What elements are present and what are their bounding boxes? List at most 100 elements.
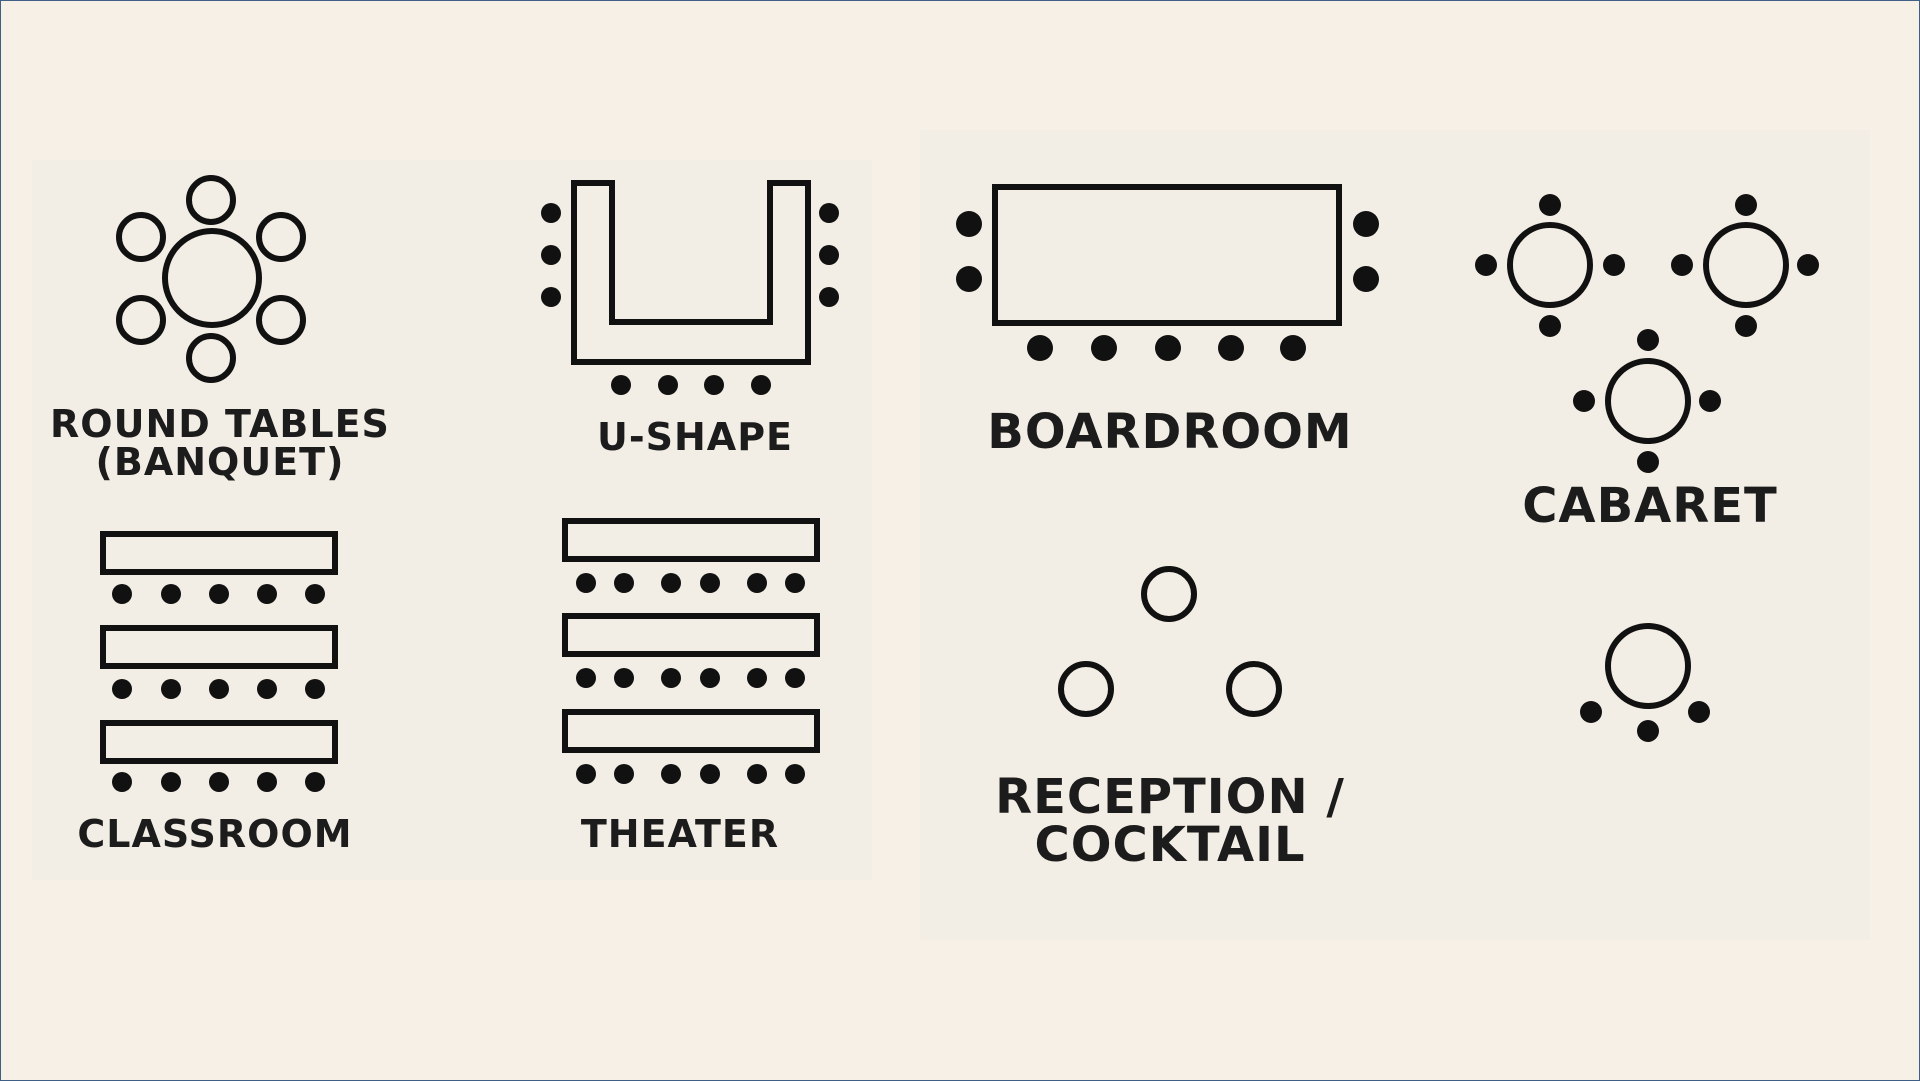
- u-shape-table: [571, 180, 811, 365]
- cocktail-table: [1226, 661, 1282, 717]
- chair: [611, 375, 631, 395]
- label-cabaret: CABARET: [1522, 478, 1778, 534]
- chair: [1155, 335, 1181, 361]
- theater-icon: [562, 518, 820, 784]
- chair: [541, 245, 561, 265]
- chair: [661, 764, 681, 784]
- chair: [161, 584, 181, 604]
- chair: [751, 375, 771, 395]
- theater-stage-row: [562, 613, 820, 657]
- chair: [541, 203, 561, 223]
- boardroom-table: [992, 184, 1342, 326]
- chair: [1735, 315, 1757, 337]
- cabaret-table: [1605, 623, 1691, 709]
- chair: [956, 211, 982, 237]
- chair: [661, 573, 681, 593]
- chair: [256, 295, 306, 345]
- chair: [700, 573, 720, 593]
- cabaret-table: [1507, 222, 1593, 308]
- chair: [1580, 701, 1602, 723]
- classroom-table: [100, 720, 338, 764]
- chair: [1573, 390, 1595, 412]
- cabaret-table: [1703, 222, 1789, 308]
- chair: [614, 764, 634, 784]
- background-panel-right: [920, 130, 1870, 940]
- chair: [576, 668, 596, 688]
- chair: [305, 679, 325, 699]
- chair: [1637, 451, 1659, 473]
- theater-stage-row: [562, 709, 820, 753]
- chair: [1539, 315, 1561, 337]
- round-tables-icon: [116, 175, 306, 383]
- chair: [209, 584, 229, 604]
- label-theater: THEATER: [580, 812, 780, 856]
- chair: [785, 668, 805, 688]
- chair: [819, 245, 839, 265]
- chair: [1091, 335, 1117, 361]
- chair: [785, 764, 805, 784]
- chair: [257, 772, 277, 792]
- chair: [658, 375, 678, 395]
- label-boardroom: BOARDROOM: [987, 404, 1353, 460]
- chair: [747, 573, 767, 593]
- cocktail-table: [1141, 566, 1197, 622]
- reception-icon: [1058, 566, 1282, 717]
- label-u-shape: U-SHAPE: [596, 415, 794, 459]
- chair: [614, 668, 634, 688]
- classroom-icon: [100, 531, 338, 792]
- chair: [116, 295, 166, 345]
- chair: [576, 764, 596, 784]
- cocktail-table: [1058, 661, 1114, 717]
- chair: [1603, 254, 1625, 276]
- chair: [1637, 720, 1659, 742]
- chair: [1353, 266, 1379, 292]
- chair: [747, 764, 767, 784]
- chair: [614, 573, 634, 593]
- chair: [209, 679, 229, 699]
- classroom-table: [100, 531, 338, 575]
- chair: [819, 203, 839, 223]
- chair: [1280, 335, 1306, 361]
- chair: [305, 584, 325, 604]
- chair: [161, 772, 181, 792]
- chair: [1539, 194, 1561, 216]
- chair: [257, 679, 277, 699]
- chair: [747, 668, 767, 688]
- chair: [186, 333, 236, 383]
- boardroom-icon: [956, 184, 1379, 361]
- label-round-tables: ROUND TABLES (BANQUET): [50, 402, 390, 484]
- chair: [1735, 194, 1757, 216]
- round-table: [162, 228, 262, 328]
- chair: [1353, 211, 1379, 237]
- chair: [116, 212, 166, 262]
- chair: [785, 573, 805, 593]
- chair: [256, 212, 306, 262]
- chair: [186, 175, 236, 225]
- classroom-table: [100, 625, 338, 669]
- chair: [1671, 254, 1693, 276]
- chair: [1475, 254, 1497, 276]
- chair: [1699, 390, 1721, 412]
- chair: [661, 668, 681, 688]
- chair: [1218, 335, 1244, 361]
- chair: [541, 287, 561, 307]
- cabaret-table: [1605, 358, 1691, 444]
- chair: [1797, 254, 1819, 276]
- chair: [1027, 335, 1053, 361]
- chair: [257, 584, 277, 604]
- chair: [112, 772, 132, 792]
- chair: [704, 375, 724, 395]
- cabaret-icon: [1475, 194, 1819, 742]
- u-shape-icon: [541, 180, 839, 395]
- chair: [161, 679, 181, 699]
- theater-stage-row: [562, 518, 820, 562]
- chair: [956, 266, 982, 292]
- chair: [700, 668, 720, 688]
- chair: [209, 772, 229, 792]
- chair: [700, 764, 720, 784]
- chair: [305, 772, 325, 792]
- label-reception: RECEPTION / COCKTAIL: [995, 769, 1345, 873]
- chair: [1637, 329, 1659, 351]
- chair: [1688, 701, 1710, 723]
